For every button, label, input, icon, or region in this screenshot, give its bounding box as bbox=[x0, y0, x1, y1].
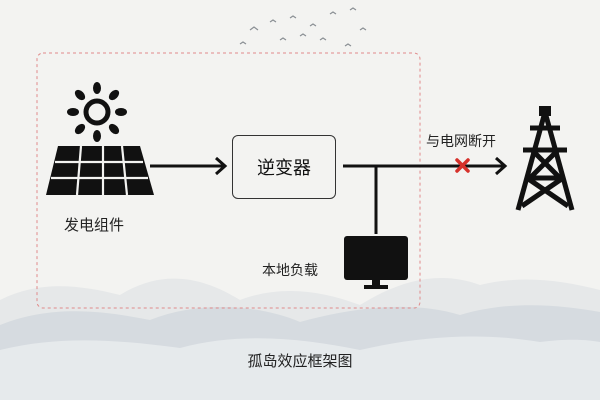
arrow-panel-to-inverter bbox=[150, 156, 228, 176]
inverter-box: 逆变器 bbox=[232, 135, 336, 199]
local-load-label: 本地负载 bbox=[262, 263, 318, 279]
arrow-inverter-to-grid bbox=[343, 156, 508, 176]
diagram-caption: 孤岛效应框架图 bbox=[247, 352, 353, 370]
inverter-label: 逆变器 bbox=[257, 158, 311, 179]
solar-panel-label: 发电组件 bbox=[64, 216, 125, 234]
birds-decoration bbox=[239, 7, 367, 47]
sun-icon bbox=[67, 82, 127, 142]
disconnect-x-icon bbox=[455, 158, 470, 173]
tower-top bbox=[539, 106, 551, 116]
monitor-icon bbox=[344, 236, 408, 289]
transmission-tower-icon bbox=[515, 111, 575, 211]
island-boundary bbox=[36, 52, 421, 309]
background-mountains bbox=[0, 277, 600, 400]
solar-panel-icon bbox=[46, 145, 154, 196]
grid-disconnect-label: 与电网断开 bbox=[426, 134, 496, 150]
